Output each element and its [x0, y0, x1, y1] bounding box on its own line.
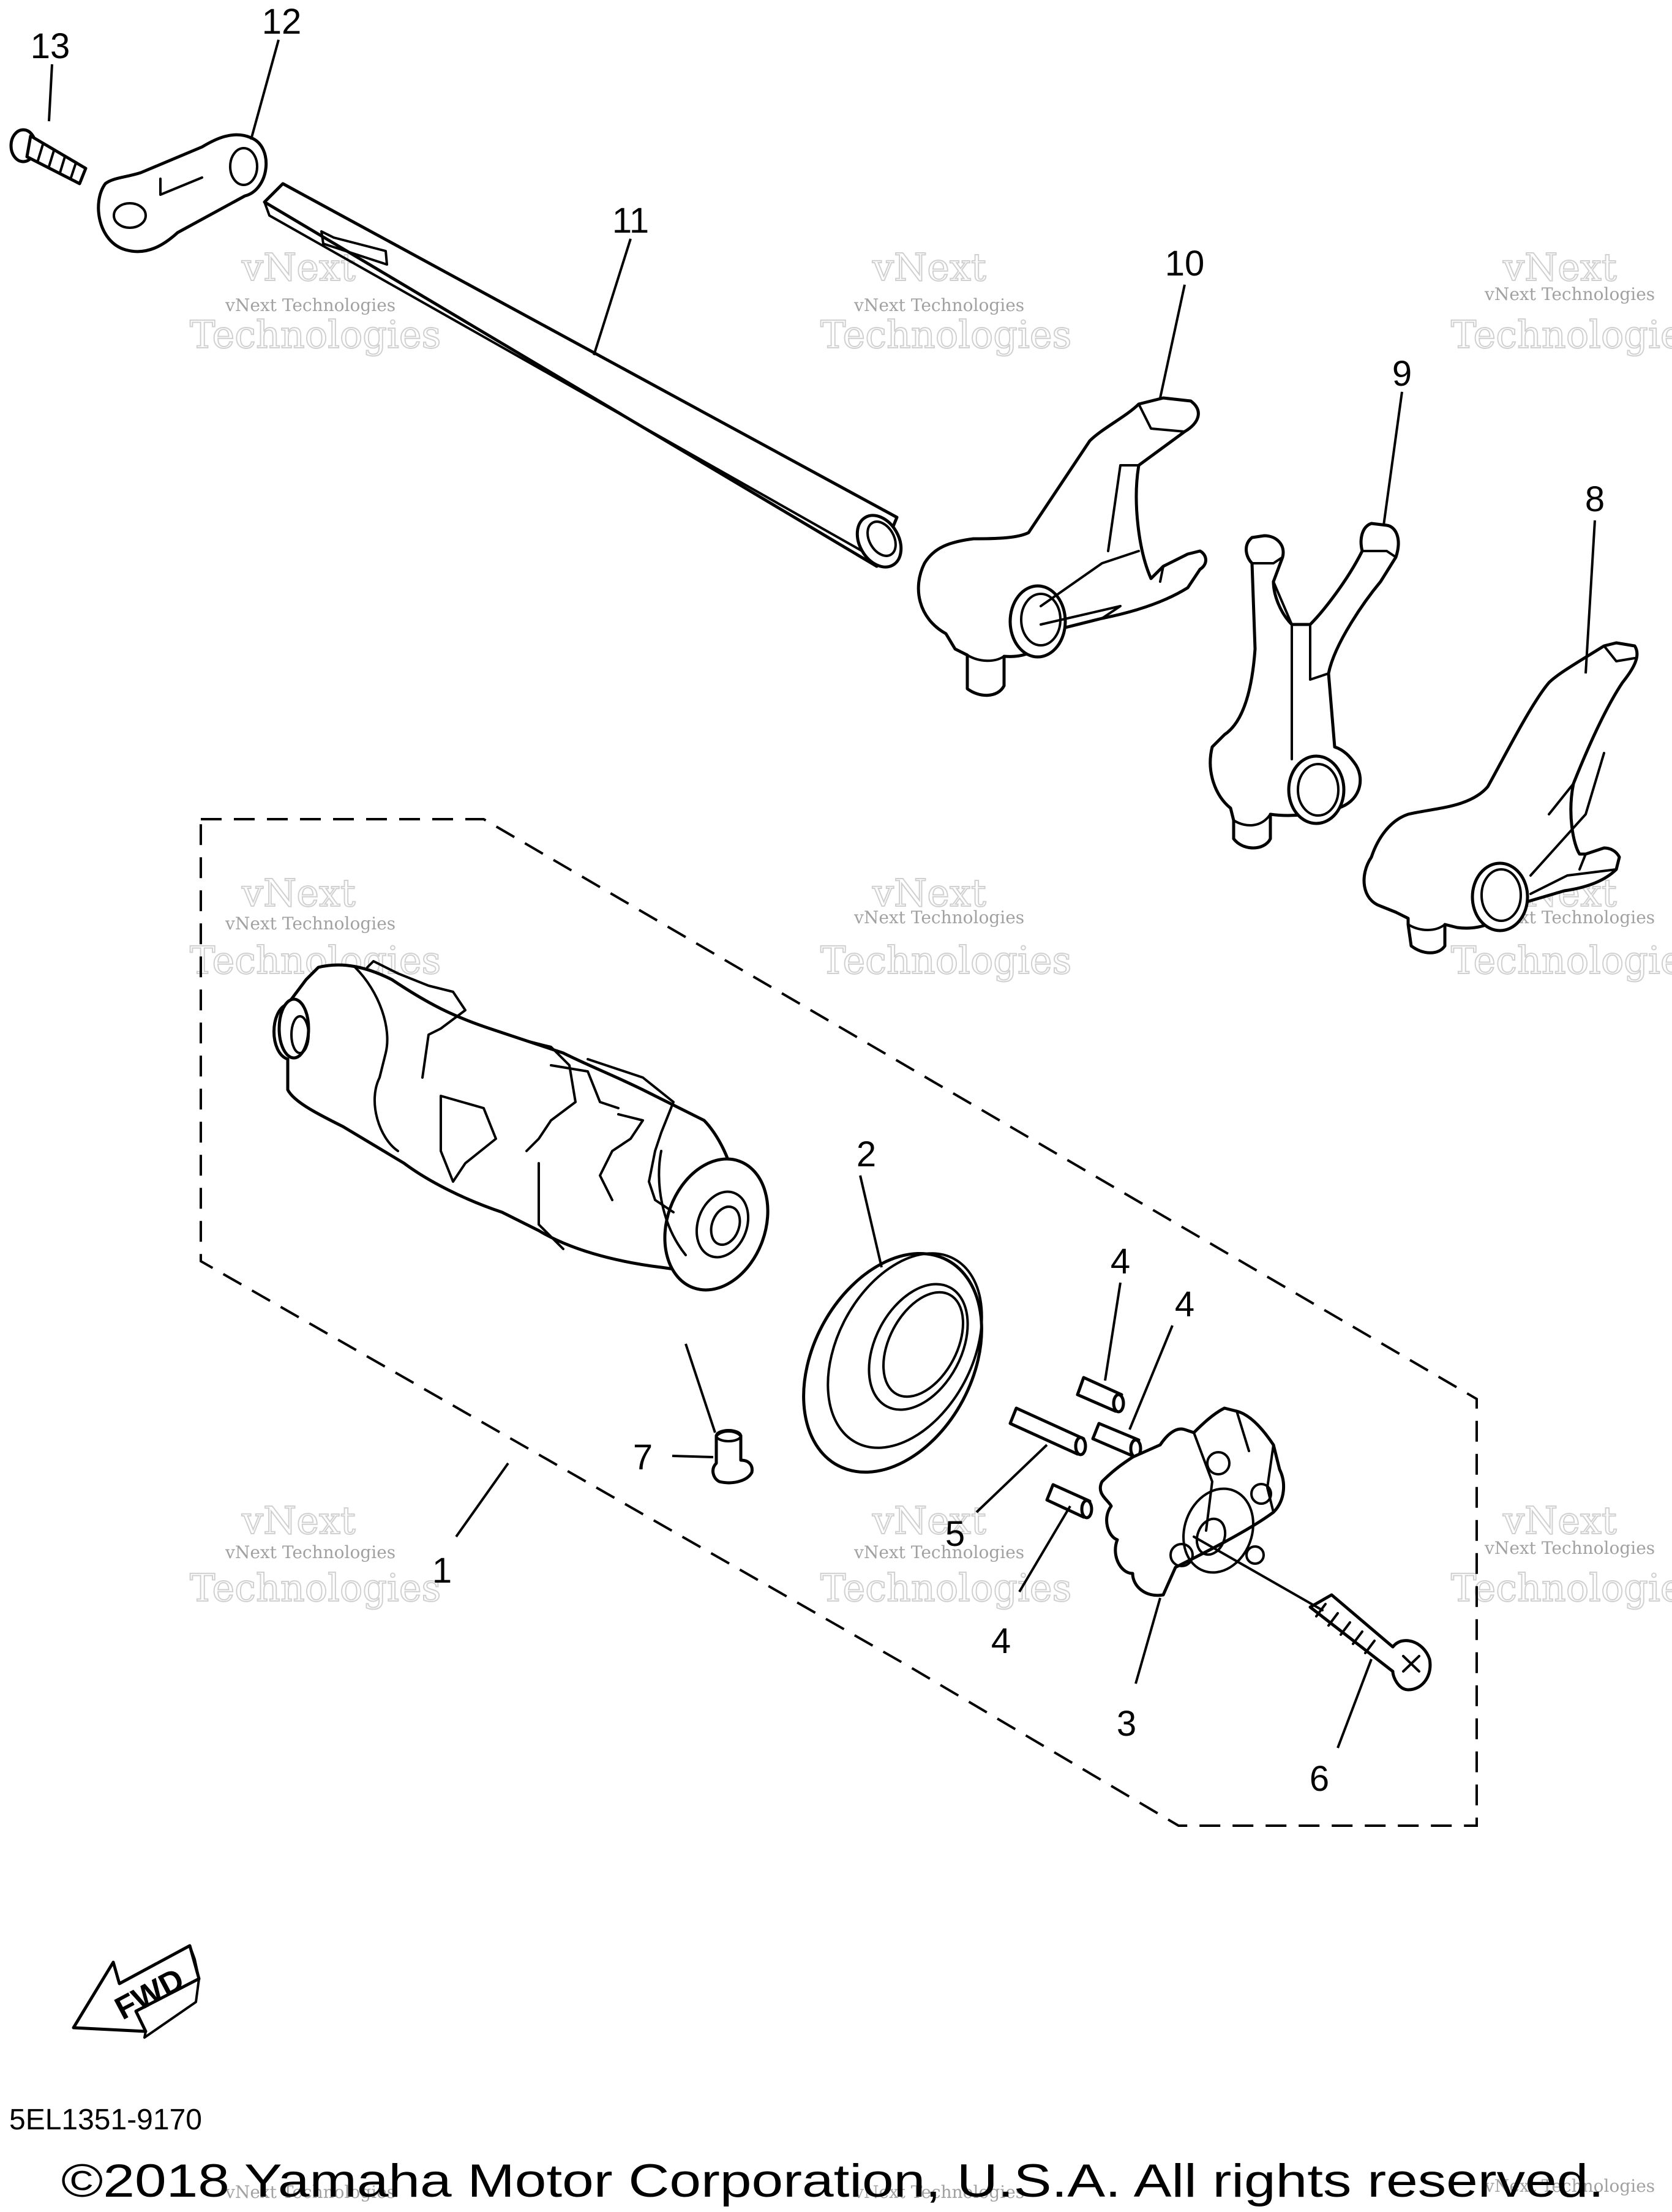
- callout-12: 12: [262, 2, 302, 42]
- fwd-arrow-icon: FWD: [72, 1944, 201, 2039]
- part-13-screw: [9, 128, 88, 186]
- part-12-plate: [97, 133, 268, 253]
- watermark-text: Technologies: [1451, 938, 1672, 983]
- part-11-shaft: [263, 182, 903, 569]
- watermark-text: Technologies: [190, 312, 441, 357]
- part-1-shift-drum: [272, 960, 770, 1292]
- callout-2: 2: [857, 1134, 876, 1174]
- watermark-5: vNext Technologies Technologies vNext: [820, 870, 1072, 983]
- part-5-pin: [1008, 1406, 1087, 1457]
- watermark-text: vNext Technologies: [1484, 1538, 1655, 1558]
- leader-lines: [48, 39, 1596, 1749]
- watermark-7: vNext Technologies Technologies vNext: [189, 1498, 441, 1611]
- watermark-text: vNext: [872, 245, 986, 290]
- part-3-segment: [1098, 1406, 1286, 1597]
- watermark-text: vNext: [1502, 1498, 1617, 1543]
- part-9-shift-fork: [1209, 522, 1400, 850]
- callout-10: 10: [1165, 244, 1205, 283]
- part-2-bearing: [802, 1251, 983, 1474]
- watermark-text: vNext: [1502, 245, 1617, 290]
- callout-5: 5: [945, 1514, 965, 1554]
- callout-4-right: 4: [1175, 1284, 1194, 1324]
- watermark-text: vNext Technologies: [853, 1542, 1024, 1562]
- watermark-text: vNext Technologies: [225, 913, 396, 934]
- watermark-text: Technologies: [820, 312, 1071, 357]
- part-6-screw: [1193, 1535, 1432, 1692]
- part-7-screw: [711, 1429, 754, 1485]
- watermark-2: vNext Technologies Technologies vNext: [820, 244, 1072, 358]
- watermark-text: vNext Technologies: [853, 2182, 1024, 2202]
- watermark-text: vNext: [872, 871, 986, 915]
- watermark-text: Technologies: [820, 1565, 1071, 1610]
- callout-3: 3: [1117, 1704, 1136, 1744]
- part-8-shift-fork: [1362, 641, 1639, 954]
- watermark-4: vNext Technologies Technologies vNext: [189, 870, 441, 983]
- watermark-text: Technologies: [1451, 312, 1672, 357]
- watermark-3: vNext Technologies Technologies vNext: [1450, 244, 1672, 358]
- part-10-shift-fork: [917, 396, 1207, 697]
- assembly-boundary: [200, 818, 1478, 1827]
- watermark-text: vNext Technologies: [225, 2182, 396, 2202]
- part-4-pin-right: [1091, 1422, 1142, 1459]
- copyright-notice: ©2018 Yamaha Motor Corporation, U.S.A. A…: [61, 2155, 1604, 2207]
- watermark-text: vNext Technologies: [225, 295, 396, 315]
- watermark-text: vNext: [241, 1498, 356, 1543]
- callout-13: 13: [31, 26, 70, 66]
- watermark-text: vNext: [241, 871, 356, 915]
- callout-7: 7: [633, 1438, 653, 1477]
- part-4-pin-lower: [1045, 1483, 1093, 1520]
- watermark-8: vNext Technologies Technologies vNext: [820, 1498, 1072, 1611]
- callout-11: 11: [612, 201, 649, 241]
- watermark-text: vNext Technologies: [853, 295, 1024, 315]
- callout-labels: 13 12 11 10 9 8 2 4 4 5 4 3 6 7 1: [31, 2, 1605, 1799]
- watermark-group: vNext Technologies Technologies vNext vN…: [189, 244, 1672, 2202]
- watermark-text: vNext: [241, 245, 356, 290]
- watermark-text: Technologies: [820, 938, 1071, 983]
- diagram-code: 5EL1351-9170: [9, 2104, 202, 2136]
- watermark-text: vNext Technologies: [1484, 284, 1655, 304]
- callout-6: 6: [1310, 1759, 1329, 1799]
- watermark-text: vNext: [872, 1498, 986, 1543]
- watermark-1: vNext Technologies Technologies vNext: [189, 244, 441, 358]
- watermark-text: vNext Technologies: [225, 1542, 396, 1562]
- watermark-text: Technologies: [1451, 1565, 1672, 1610]
- watermark-text: vNext Technologies: [853, 907, 1024, 928]
- callout-4-upper: 4: [1111, 1242, 1130, 1281]
- watermark-text: vNext Technologies: [1484, 2176, 1655, 2196]
- callout-8: 8: [1585, 479, 1605, 519]
- watermark-10: vNext Technologies vNext Technologies vN…: [225, 2176, 1655, 2202]
- watermark-text: Technologies: [190, 1565, 441, 1610]
- callout-4-lower: 4: [991, 1621, 1011, 1661]
- watermark-9: vNext Technologies Technologies vNext: [1450, 1498, 1672, 1611]
- callout-1: 1: [432, 1551, 452, 1591]
- part-4-pin-upper: [1076, 1376, 1125, 1414]
- callout-9: 9: [1392, 354, 1412, 394]
